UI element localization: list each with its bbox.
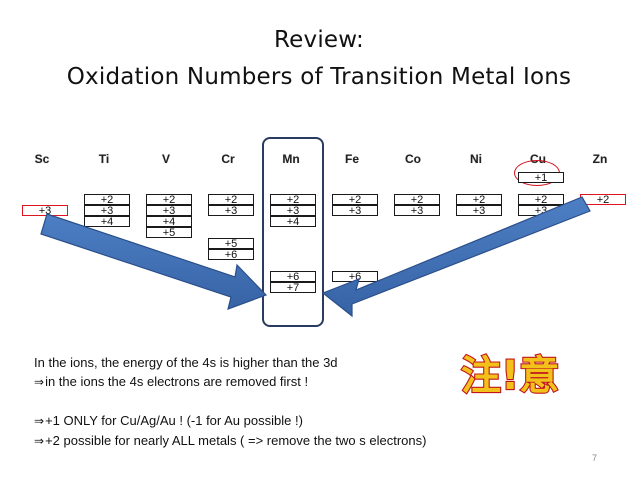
oxidation-cell-fe-plus2: +2 bbox=[332, 194, 378, 206]
oxidation-cell-mn-plus6: +6 bbox=[270, 271, 316, 283]
slide-title-line-2: Oxidation Numbers of Transition Metal Io… bbox=[66, 64, 572, 90]
caution-badge: 注!意 bbox=[460, 352, 560, 400]
page-number: 7 bbox=[592, 453, 598, 463]
oxidation-cell-fe-plus3: +3 bbox=[332, 205, 378, 217]
oxidation-cell-cu-plus1: +1 bbox=[518, 172, 564, 184]
oxidation-cell-cu-plus2: +2 bbox=[518, 194, 564, 206]
oxidation-cell-cr-plus5: +5 bbox=[208, 238, 254, 250]
slide-title-line-1: Review: bbox=[274, 27, 364, 53]
oxidation-cell-co-plus3: +3 bbox=[394, 205, 440, 217]
mn-highlight-box bbox=[262, 137, 324, 327]
implies-arrow-icon: ⇒ bbox=[34, 414, 45, 428]
element-symbol-ni: Ni bbox=[470, 152, 482, 166]
element-symbol-ti: Ti bbox=[98, 152, 110, 166]
text-line-plus2: ⇒+2 possible for nearly ALL metals ( => … bbox=[34, 433, 426, 448]
caution-badge-text: 注!意 bbox=[461, 353, 559, 399]
oxidation-cell-mn-plus2: +2 bbox=[270, 194, 316, 206]
oxidation-cell-ni-plus2: +2 bbox=[456, 194, 502, 206]
text-line-4s-removed: ⇒in the ions the 4s electrons are remove… bbox=[34, 374, 308, 389]
implies-arrow-icon: ⇒ bbox=[34, 375, 45, 389]
text-line-4s-removed-label: in the ions the 4s electrons are removed… bbox=[45, 374, 309, 389]
element-symbol-fe: Fe bbox=[344, 152, 359, 166]
oxidation-cell-sc-plus3: +3 bbox=[22, 205, 68, 217]
element-symbol-v: V bbox=[161, 152, 170, 166]
oxidation-cell-mn-plus3: +3 bbox=[270, 205, 316, 217]
oxidation-cell-co-plus2: +2 bbox=[394, 194, 440, 206]
oxidation-cell-ti-plus2: +2 bbox=[84, 194, 130, 206]
element-symbol-cr: Cr bbox=[221, 152, 235, 166]
text-line-plus1-label: +1 ONLY for Cu/Ag/Au ! (-1 for Au possib… bbox=[45, 413, 303, 428]
oxidation-cell-v-plus3: +3 bbox=[146, 205, 192, 217]
oxidation-cell-mn-plus4: +4 bbox=[270, 216, 316, 228]
implies-arrow-icon: ⇒ bbox=[34, 434, 45, 448]
oxidation-cell-ti-plus3: +3 bbox=[84, 205, 130, 217]
oxidation-cell-ti-plus4: +4 bbox=[84, 216, 130, 228]
oxidation-cell-ni-plus3: +3 bbox=[456, 205, 502, 217]
text-line-plus1: ⇒+1 ONLY for Cu/Ag/Au ! (-1 for Au possi… bbox=[34, 413, 303, 428]
left-arrow bbox=[40, 213, 268, 310]
oxidation-cell-v-plus4: +4 bbox=[146, 216, 192, 228]
oxidation-cell-v-plus5: +5 bbox=[146, 227, 192, 239]
element-symbol-co: Co bbox=[405, 152, 421, 166]
oxidation-cell-mn-plus7: +7 bbox=[270, 282, 316, 294]
text-line-energy: In the ions, the energy of the 4s is hig… bbox=[34, 355, 338, 370]
right-arrow bbox=[321, 196, 591, 318]
element-symbol-mn: Mn bbox=[282, 152, 300, 166]
element-symbol-zn: Zn bbox=[592, 152, 608, 166]
oxidation-cell-cr-plus2: +2 bbox=[208, 194, 254, 206]
oxidation-cell-cr-plus3: +3 bbox=[208, 205, 254, 217]
element-symbol-sc: Sc bbox=[34, 152, 50, 166]
oxidation-cell-cr-plus6: +6 bbox=[208, 249, 254, 261]
oxidation-cell-v-plus2: +2 bbox=[146, 194, 192, 206]
text-line-plus2-label: +2 possible for nearly ALL metals ( => r… bbox=[45, 433, 427, 448]
